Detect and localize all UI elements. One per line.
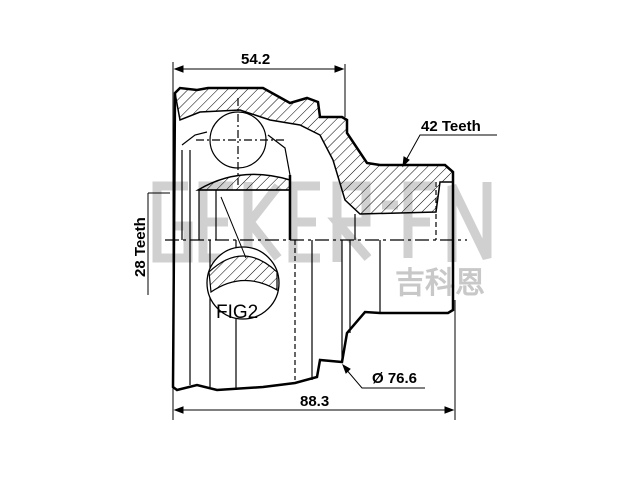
watermark-letter-n (447, 182, 492, 262)
fig2-detail: FIG2 (206, 196, 280, 323)
dim-88-3: 88.3 (300, 393, 329, 410)
internal-lines (165, 98, 467, 390)
dim-54-2: 54.2 (241, 51, 270, 68)
label-42-teeth: 42 Teeth (421, 118, 481, 135)
part-outline (171, 86, 455, 392)
label-28-teeth: 28 Teeth (132, 217, 149, 277)
watermark-letter-e (198, 181, 233, 263)
dim-diameter-76-6: Ø 76.6 (372, 370, 417, 387)
dimension-lines (147, 62, 497, 420)
fig2-label: FIG2 (216, 302, 258, 323)
watermark-chinese: 吉科恩 (395, 267, 485, 300)
watermark-letter-e2 (288, 181, 320, 263)
inner-race-section (195, 173, 291, 191)
